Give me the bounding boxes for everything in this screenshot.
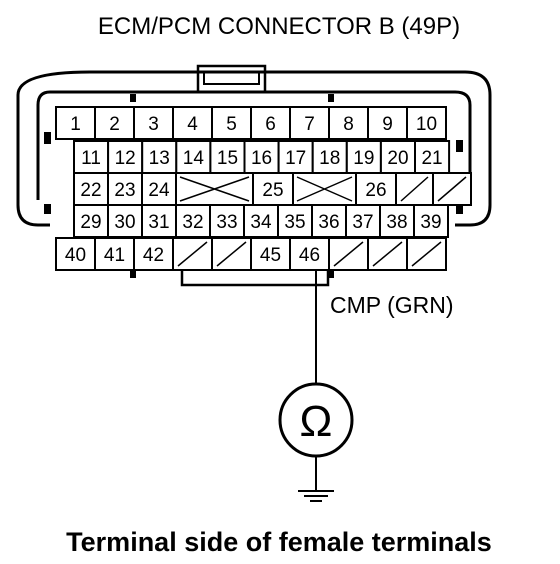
slash-mark bbox=[216, 241, 247, 267]
terminal-cell bbox=[252, 172, 294, 206]
terminal-label: 7 bbox=[304, 114, 315, 135]
terminal-label: 13 bbox=[149, 148, 170, 169]
terminal-cell bbox=[413, 204, 449, 238]
slash-mark bbox=[372, 241, 403, 267]
terminal-label: 29 bbox=[80, 212, 101, 233]
terminal-cell bbox=[328, 106, 369, 140]
slash-mark bbox=[411, 241, 442, 267]
wire-label: CMP (GRN) bbox=[330, 292, 454, 318]
terminal-label: 25 bbox=[262, 180, 283, 201]
terminal-cell bbox=[133, 106, 174, 140]
connector-title: ECM/PCM CONNECTOR B (49P) bbox=[98, 13, 460, 40]
empty-cavity-cross bbox=[292, 172, 357, 206]
terminal-cell bbox=[243, 204, 279, 238]
terminal-cell bbox=[141, 172, 177, 206]
terminal-label: 26 bbox=[365, 180, 386, 201]
terminal-cell bbox=[94, 237, 135, 271]
terminal-label: 32 bbox=[182, 212, 203, 233]
terminal-label: 34 bbox=[250, 212, 272, 233]
terminal-label: 10 bbox=[416, 114, 437, 135]
terminal-label: 35 bbox=[284, 212, 305, 233]
terminal-cell bbox=[175, 140, 212, 174]
terminal-label: 5 bbox=[226, 114, 237, 135]
terminal-cell bbox=[211, 106, 252, 140]
terminal-label: 16 bbox=[251, 148, 272, 169]
terminal-label: 37 bbox=[352, 212, 373, 233]
terminal-label: 38 bbox=[386, 212, 407, 233]
terminal-cell bbox=[94, 106, 135, 140]
slash-mark bbox=[177, 241, 208, 267]
caption: Terminal side of female terminals bbox=[66, 527, 492, 557]
terminal-cell bbox=[414, 140, 451, 174]
terminal-label: 45 bbox=[260, 245, 281, 266]
terminal-cell bbox=[289, 106, 330, 140]
terminal-cell bbox=[367, 106, 408, 140]
terminal-label: 9 bbox=[382, 114, 393, 135]
ohm-symbol: Ω bbox=[300, 397, 333, 446]
terminal-label: 31 bbox=[148, 212, 169, 233]
terminal-label: 41 bbox=[104, 245, 125, 266]
terminal-label: 18 bbox=[319, 148, 340, 169]
terminal-label: 3 bbox=[148, 114, 159, 135]
terminal-cell bbox=[379, 204, 415, 238]
terminal-cell bbox=[311, 140, 348, 174]
terminal-label: 39 bbox=[420, 212, 441, 233]
terminal-label: 21 bbox=[421, 148, 442, 169]
terminal-cell bbox=[172, 106, 213, 140]
terminal-cell bbox=[406, 106, 447, 140]
terminal-cell bbox=[250, 106, 291, 140]
slash-mark bbox=[333, 241, 364, 267]
slash-mark bbox=[400, 176, 429, 202]
terminal-label: 6 bbox=[265, 114, 276, 135]
terminal-label: 33 bbox=[216, 212, 237, 233]
terminal-label: 15 bbox=[217, 148, 238, 169]
terminal-label: 12 bbox=[115, 148, 136, 169]
connector-housing bbox=[16, 64, 492, 287]
terminal-cell bbox=[209, 140, 246, 174]
terminal-label: 36 bbox=[318, 212, 339, 233]
terminal-label: 14 bbox=[183, 148, 205, 169]
terminal-label: 42 bbox=[143, 245, 164, 266]
terminal-label: 1 bbox=[70, 114, 81, 135]
terminal-label: 22 bbox=[80, 180, 101, 201]
terminal-label: 4 bbox=[187, 114, 198, 135]
terminal-label: 23 bbox=[114, 180, 135, 201]
ohmmeter-icon: Ω bbox=[278, 382, 354, 458]
terminal-label: 2 bbox=[109, 114, 120, 135]
slash-mark bbox=[437, 176, 467, 202]
terminal-label: 20 bbox=[387, 148, 408, 169]
terminal-cell bbox=[379, 140, 416, 174]
terminal-46-label: 46 bbox=[299, 245, 320, 266]
terminal-label: 19 bbox=[353, 148, 374, 169]
cross-mark bbox=[179, 176, 250, 202]
ground-icon bbox=[298, 490, 334, 502]
cross-mark bbox=[296, 176, 353, 202]
housing-notches bbox=[44, 94, 463, 278]
terminal-label: 8 bbox=[343, 114, 354, 135]
terminal-label: 30 bbox=[114, 212, 135, 233]
terminal-cell bbox=[250, 237, 291, 271]
terminal-label: 17 bbox=[285, 148, 306, 169]
terminal-label: 11 bbox=[81, 148, 101, 169]
terminal-label: 40 bbox=[65, 245, 86, 266]
terminal-label: 24 bbox=[148, 180, 170, 201]
